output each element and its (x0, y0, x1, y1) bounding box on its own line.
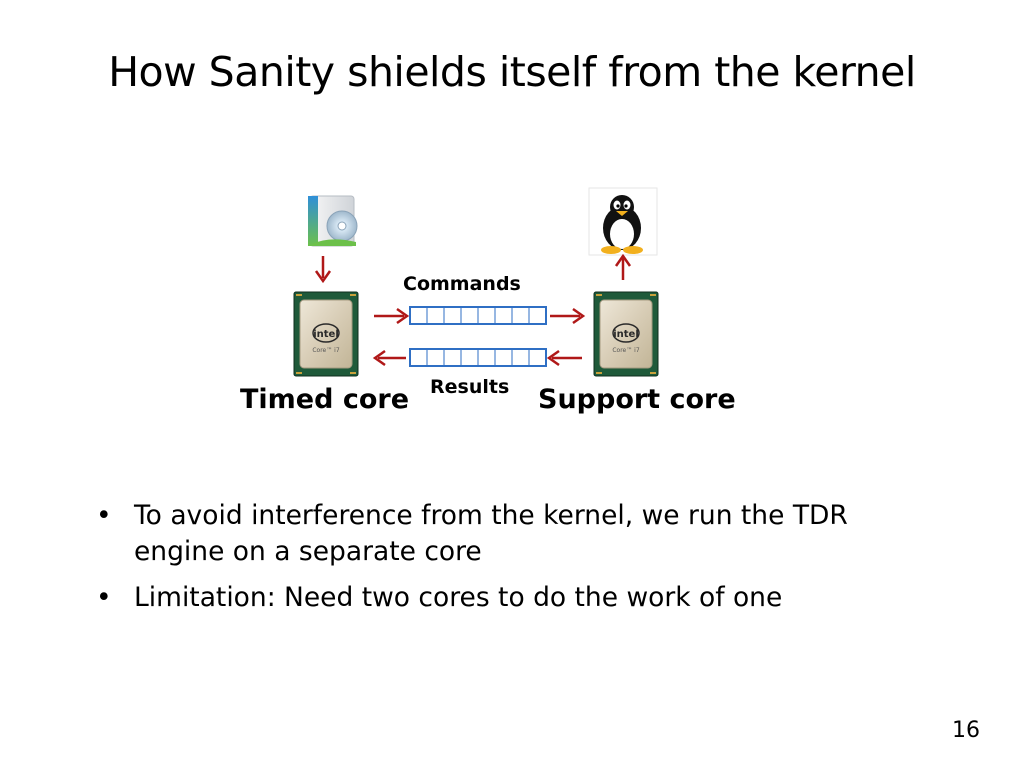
bullet-text: Limitation: Need two cores to do the wor… (134, 582, 783, 613)
down-arrow-icon (314, 256, 332, 284)
support-core-label: Support core (538, 384, 736, 415)
page-number: 16 (952, 718, 980, 743)
bullet-item: • To avoid interference from the kernel,… (96, 498, 896, 570)
commands-arrow-in (374, 307, 410, 325)
cpu-brand-left: intel (313, 329, 339, 340)
cpu-brand-right: intel (613, 329, 639, 340)
bullet-text: To avoid interference from the kernel, w… (134, 500, 848, 567)
bullet-icon: • (96, 582, 112, 613)
architecture-diagram: intel Core™ i7 intel Core™ i7 (240, 187, 736, 415)
commands-arrow-out (550, 307, 586, 325)
commands-label: Commands (403, 273, 521, 295)
results-arrow-out (372, 349, 406, 367)
commands-queue-slots (426, 307, 530, 324)
linux-penguin-icon (588, 187, 658, 256)
support-core-cpu-icon: intel Core™ i7 (593, 291, 659, 377)
bullet-list: • To avoid interference from the kernel,… (96, 498, 896, 626)
commands-queue (409, 306, 547, 325)
timed-core-label: Timed core (240, 384, 410, 415)
slide-title: How Sanity shields itself from the kerne… (108, 48, 916, 96)
results-queue (409, 348, 547, 367)
cpu-model-right: Core™ i7 (612, 347, 639, 354)
up-arrow-icon (614, 253, 632, 280)
results-arrow-in (546, 349, 582, 367)
bullet-item: • Limitation: Need two cores to do the w… (96, 580, 896, 616)
results-queue-slots (426, 349, 530, 366)
results-label: Results (430, 376, 510, 398)
diagram-graphics: intel Core™ i7 intel Core™ i7 (293, 187, 659, 377)
software-disc-icon (308, 195, 358, 247)
cpu-model-left: Core™ i7 (312, 347, 339, 354)
bullet-icon: • (96, 500, 112, 531)
timed-core-cpu-icon: intel Core™ i7 (293, 291, 359, 377)
